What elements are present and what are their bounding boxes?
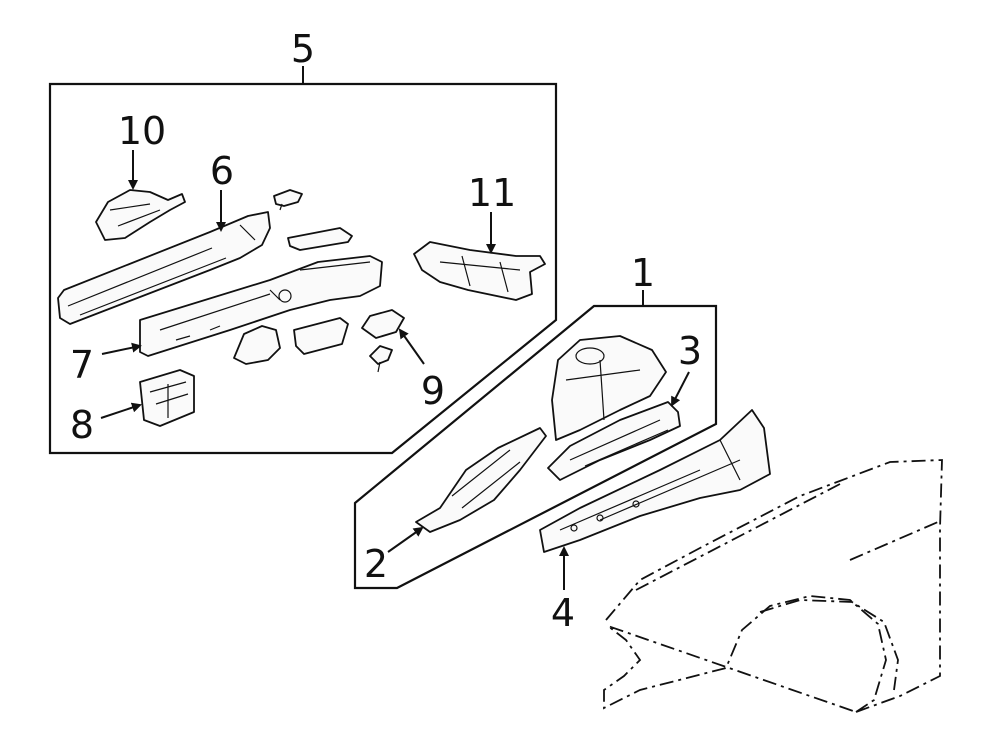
callout-8: 8 <box>70 403 94 447</box>
callout-5: 5 <box>291 27 315 71</box>
fender-outline <box>603 459 943 713</box>
part-3-apron-lower[interactable] <box>547 401 681 481</box>
callout-2: 2 <box>364 542 388 586</box>
callout-7: 7 <box>70 343 94 387</box>
leader-lines <box>100 150 690 590</box>
callout-1: 1 <box>631 251 655 295</box>
part-6-side-frame[interactable] <box>57 211 271 325</box>
part-7-frame-rail[interactable] <box>139 255 383 357</box>
part-plate-small[interactable] <box>287 227 353 251</box>
callout-11: 11 <box>468 171 516 215</box>
part-2-frame-extension[interactable] <box>415 427 547 533</box>
callout-4: 4 <box>551 591 575 635</box>
part-bracket-a[interactable] <box>233 325 281 365</box>
part-bolt-lower[interactable] <box>369 345 393 373</box>
part-8-mount[interactable] <box>139 369 195 427</box>
callout-10: 10 <box>118 109 166 153</box>
part-bracket-b[interactable] <box>293 317 349 355</box>
part-strut-tower[interactable] <box>551 335 667 441</box>
callout-9: 9 <box>421 369 445 413</box>
callout-3: 3 <box>678 329 702 373</box>
part-9-clip[interactable] <box>361 309 405 339</box>
part-10-bracket[interactable] <box>95 189 186 241</box>
callout-6: 6 <box>210 149 234 193</box>
part-11-bracket[interactable] <box>413 241 546 301</box>
part-bolt-top[interactable] <box>273 189 303 211</box>
part-4-apron-panel[interactable] <box>539 409 771 553</box>
